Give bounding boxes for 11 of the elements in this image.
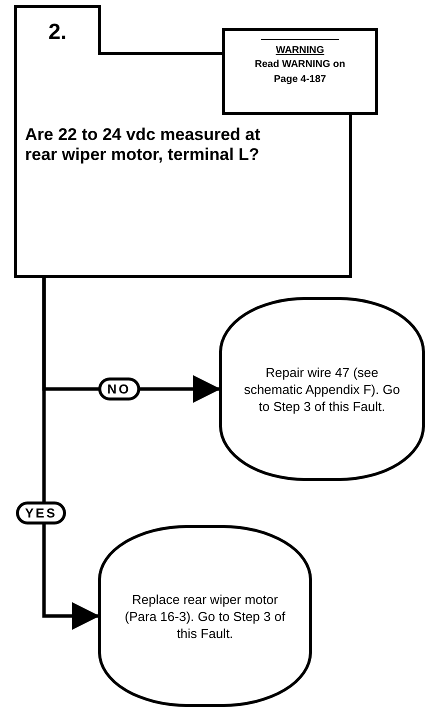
question-text: Are 22 to 24 vdc measured at rear wiper motor, terminal L? bbox=[25, 125, 262, 165]
action-text: Replace rear wiper motor (Para 16-3). Go to Step 3 of this Fault. bbox=[124, 590, 286, 642]
step-number-tab: 2. bbox=[14, 5, 101, 55]
warning-box bbox=[222, 28, 378, 115]
warning-note: Read WARNING on Page 4-187 bbox=[254, 58, 346, 87]
edge-label: YES bbox=[16, 502, 66, 524]
flow-arrow bbox=[42, 278, 100, 630]
step-box bbox=[14, 52, 352, 278]
edge-label: NO bbox=[98, 378, 140, 400]
warning-heading: WARNING bbox=[276, 44, 324, 57]
action-text: Repair wire 47 (see schematic Appendix F). Go to Step 3 of this Fault. bbox=[242, 364, 402, 414]
